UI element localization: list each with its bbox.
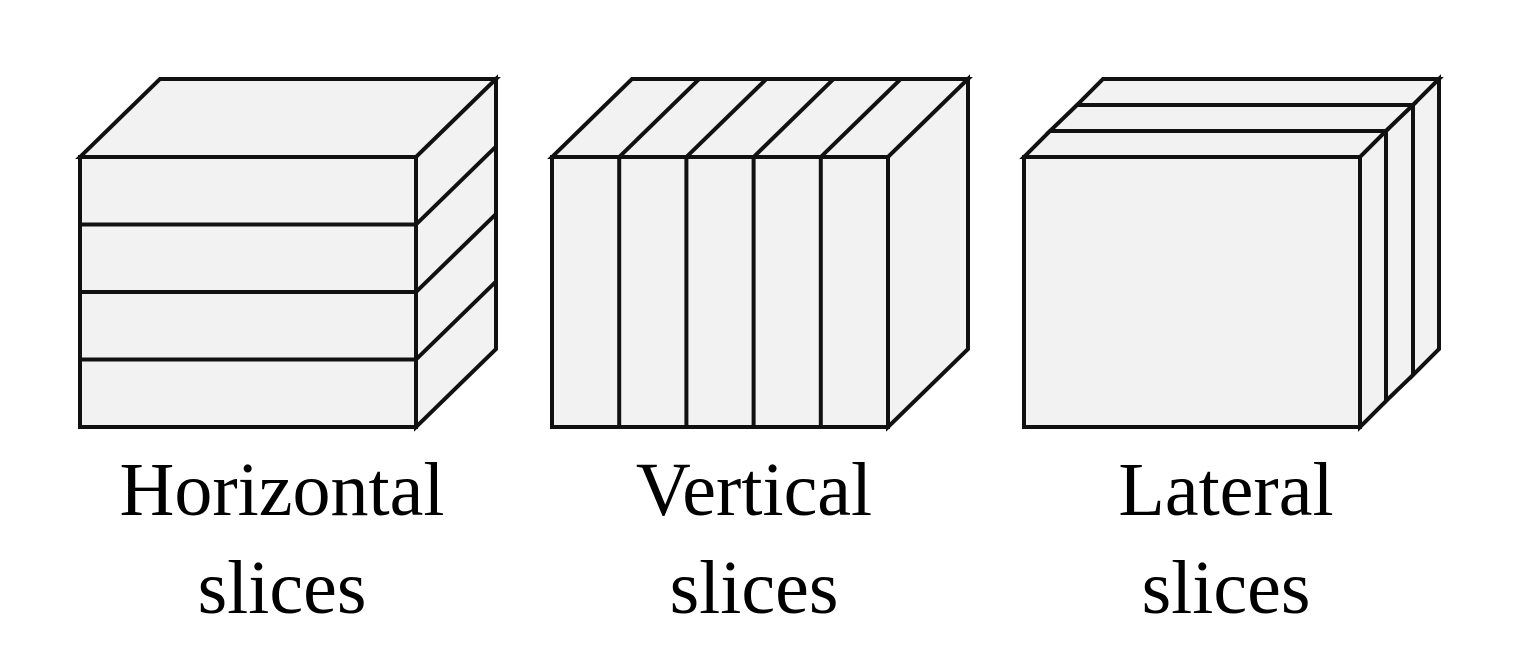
vertical-slice-divider-top	[685, 77, 768, 159]
vertical-label-line1: Vertical	[635, 448, 873, 532]
horizontal-slices-cube	[75, 74, 501, 432]
vertical-slices-label: Vertical slices	[544, 452, 964, 648]
vertical-label-line2: slices	[669, 546, 839, 630]
lateral-cube-front-face	[1022, 155, 1362, 429]
lateral-slice-front-side	[1358, 126, 1388, 432]
lateral-slice-back-top	[1072, 77, 1444, 107]
lateral-label-line2: slices	[1141, 546, 1311, 630]
horizontal-slice-divider-side	[414, 145, 498, 226]
lateral-slice-middle-top	[1045, 103, 1418, 133]
lateral-slice-front-top	[1019, 129, 1391, 159]
horizontal-slices-label: Horizontal slices	[72, 452, 492, 648]
horizontal-slice-divider-side	[414, 212, 498, 294]
horizontal-label-line1: Horizontal	[119, 448, 445, 532]
lateral-slices-label: Lateral slices	[1016, 452, 1436, 648]
vertical-slice-divider-top	[752, 77, 835, 159]
vertical-cube-front-face	[550, 155, 890, 429]
lateral-label-line1: Lateral	[1118, 448, 1334, 532]
lateral-slice-middle-side	[1384, 100, 1415, 406]
vertical-slice-divider-top	[617, 77, 701, 159]
horizontal-label-line2: slices	[197, 546, 367, 630]
vertical-slices-cube	[547, 74, 973, 432]
horizontal-slice-divider-side	[414, 280, 498, 361]
lateral-slice-back-side	[1411, 74, 1441, 380]
vertical-slice-divider-top	[819, 77, 903, 159]
lateral-slices-cube	[1019, 74, 1444, 432]
